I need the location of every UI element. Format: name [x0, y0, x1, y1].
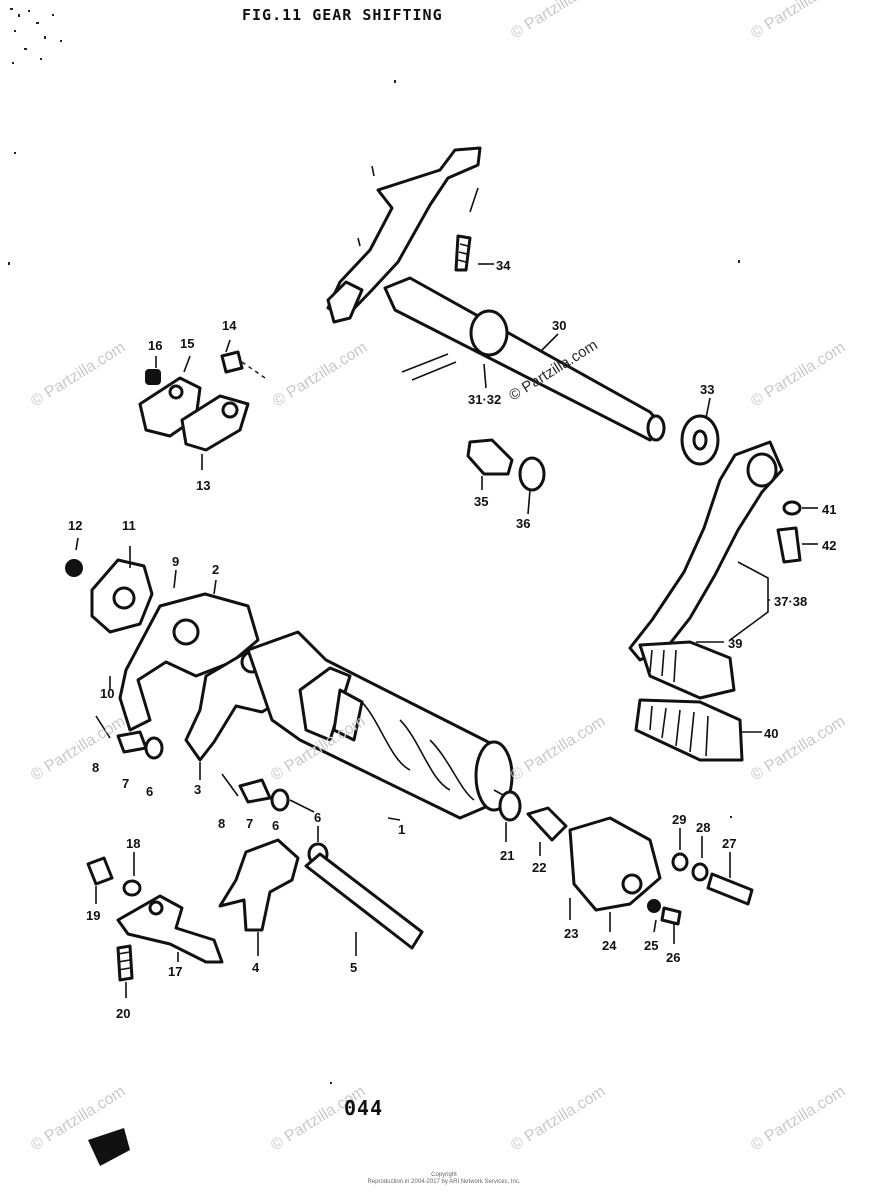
cover-assembly: [498, 790, 754, 926]
page-number: 044: [344, 1096, 384, 1120]
label-20: 20: [116, 1006, 130, 1021]
gear-shift-lever: [628, 440, 784, 700]
bolt-42: [776, 526, 802, 564]
label-31-32: 31·32: [468, 392, 501, 407]
spring-34: [454, 187, 479, 272]
label-1: 1: [398, 822, 405, 837]
o-ring-36: [518, 456, 546, 492]
label-6b: 6: [272, 818, 279, 833]
label-11: 11: [122, 518, 136, 533]
label-16: 16: [148, 338, 162, 353]
label-12: 12: [68, 518, 82, 533]
label-3: 3: [194, 782, 201, 797]
gear-shift-cam-1: [246, 630, 514, 820]
label-24: 24: [602, 938, 617, 953]
label-21: 21: [500, 848, 514, 863]
neutral-switch-35: [466, 438, 514, 476]
label-6a: 6: [146, 784, 153, 799]
leader-lines: [75, 263, 818, 998]
scan-noise: [8, 8, 740, 1084]
label-18: 18: [126, 836, 140, 851]
label-27: 27: [722, 836, 736, 851]
label-29: 29: [672, 812, 686, 827]
label-33: 33: [700, 382, 714, 397]
shift-shaft-assembly: [326, 146, 666, 442]
label-22: 22: [532, 860, 546, 875]
label-42: 42: [822, 538, 836, 553]
stopper-plate: [138, 350, 269, 452]
figure-title: FIG.11 GEAR SHIFTING: [242, 6, 443, 24]
label-8b: 8: [218, 816, 225, 831]
label-34: 34: [496, 258, 511, 273]
washer-41: [782, 500, 802, 516]
label-37-38: 37·38: [774, 594, 807, 609]
label-25: 25: [644, 938, 658, 953]
label-26: 26: [666, 950, 680, 965]
shift-fork-2: [118, 592, 260, 732]
label-10: 10: [100, 686, 114, 701]
label-6c: 6: [314, 810, 321, 825]
label-15: 15: [180, 336, 194, 351]
part-labels: 34 30 31·32 33 41 42 37·38 39 40 14 15 1…: [68, 258, 836, 1021]
label-39: 39: [728, 636, 742, 651]
label-17: 17: [168, 964, 182, 979]
label-14: 14: [222, 318, 237, 333]
publisher-logo-mark: [88, 1128, 130, 1166]
label-7a: 7: [122, 776, 129, 791]
label-8a: 8: [92, 760, 99, 775]
label-23: 23: [564, 926, 578, 941]
label-35: 35: [474, 494, 488, 509]
footpeg-rubber-40: [634, 698, 744, 762]
copyright-line: Copyright: [431, 1172, 457, 1178]
label-28: 28: [696, 820, 710, 835]
cam-driven-arm-17: [86, 856, 224, 982]
label-41: 41: [822, 502, 836, 517]
label-19: 19: [86, 908, 100, 923]
label-5: 5: [350, 960, 357, 975]
washer-33-hole: [692, 429, 708, 451]
label-13: 13: [196, 478, 210, 493]
label-7b: 7: [246, 816, 253, 831]
label-4: 4: [252, 960, 260, 975]
cam-stopper-11: [65, 558, 154, 634]
label-9: 9: [172, 554, 179, 569]
reproduction-notice: Reproduction in 2004-2017 by ARI Network…: [367, 1179, 521, 1185]
shift-fork-4: [218, 838, 300, 932]
fork-shaft-5: [304, 852, 424, 950]
label-40: 40: [764, 726, 778, 741]
label-30: 30: [552, 318, 566, 333]
label-2: 2: [212, 562, 219, 577]
label-36: 36: [516, 516, 530, 531]
